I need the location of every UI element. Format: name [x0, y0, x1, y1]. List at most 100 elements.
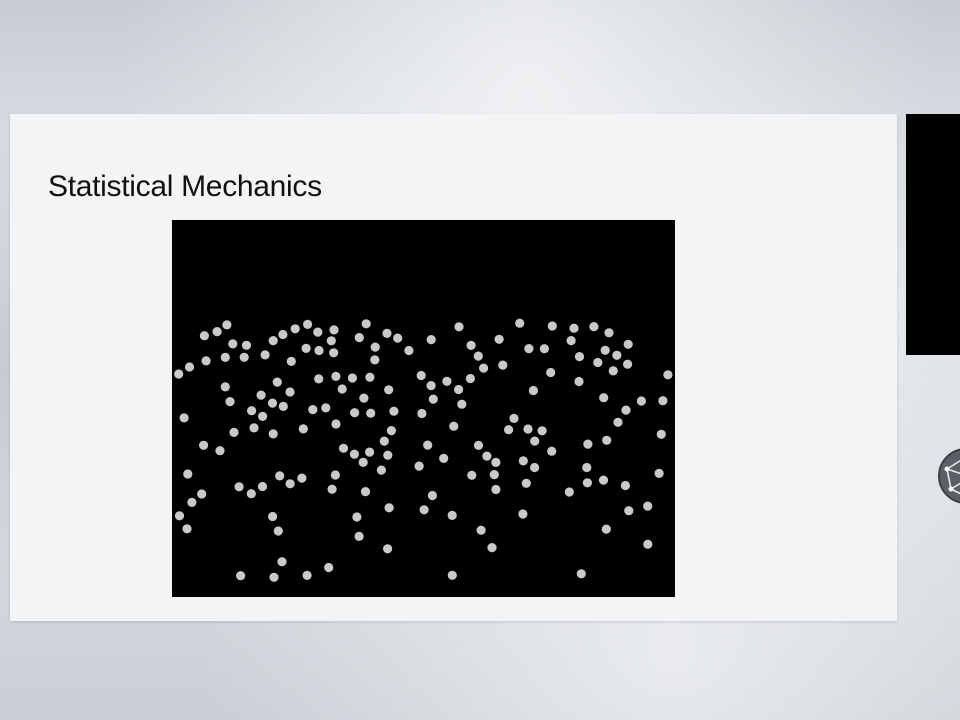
particle: [382, 328, 392, 338]
particle: [404, 345, 414, 356]
particle: [308, 405, 318, 415]
particle: [598, 475, 609, 485]
particle: [416, 370, 426, 381]
particle: [278, 329, 288, 340]
particle: [285, 479, 295, 489]
particle: [414, 461, 424, 471]
particle: [366, 408, 376, 418]
particle: [599, 393, 609, 403]
particle: [290, 324, 300, 334]
side-panel: [906, 114, 960, 355]
particle: [239, 352, 249, 362]
particle: [583, 439, 593, 449]
particle-simulation: [172, 220, 675, 597]
particle: [338, 443, 349, 453]
particle: [384, 385, 394, 395]
particle: [612, 350, 622, 360]
particle: [509, 413, 519, 423]
particle: [482, 451, 492, 461]
particle: [608, 366, 618, 376]
particle: [225, 397, 235, 407]
particle: [384, 503, 394, 513]
particle: [417, 408, 427, 419]
particle: [564, 487, 574, 497]
particle: [370, 342, 380, 352]
particle: [337, 384, 347, 394]
particle: [473, 351, 483, 361]
particle: [498, 360, 508, 370]
particle: [314, 374, 324, 384]
particle: [327, 484, 337, 494]
particle: [275, 471, 285, 481]
particle: [365, 372, 375, 382]
particle: [256, 390, 266, 400]
particle: [569, 323, 579, 333]
particle: [656, 429, 666, 439]
particle: [269, 572, 279, 582]
particle: [272, 377, 282, 387]
particle: [360, 487, 371, 497]
particle: [593, 357, 603, 368]
particle: [241, 340, 252, 350]
particle: [321, 403, 331, 413]
particle: [442, 376, 452, 386]
particle: [457, 399, 467, 409]
particle-canvas: [174, 318, 673, 582]
particle: [303, 319, 313, 329]
particle: [246, 489, 256, 499]
particle: [268, 511, 278, 522]
particle: [278, 401, 288, 411]
particle: [467, 470, 477, 480]
particle: [201, 356, 211, 366]
particle: [487, 543, 497, 553]
particle: [331, 419, 341, 429]
particle: [523, 424, 533, 434]
particle: [182, 524, 192, 534]
particle: [621, 405, 631, 415]
particle: [314, 345, 324, 356]
particle: [234, 482, 244, 492]
particle: [383, 544, 393, 554]
particle: [350, 408, 360, 418]
particle: [257, 481, 268, 492]
particle: [247, 406, 257, 416]
particle: [267, 398, 278, 408]
particle: [347, 373, 357, 383]
particle: [574, 352, 585, 362]
particle: [197, 489, 207, 499]
particle: [286, 356, 296, 366]
particle: [174, 511, 185, 521]
particle: [566, 336, 576, 346]
particle: [624, 506, 634, 516]
particle: [174, 369, 184, 379]
particle: [229, 427, 239, 437]
particle: [602, 435, 612, 445]
particle: [582, 478, 592, 488]
particle: [236, 571, 246, 581]
particle: [518, 456, 528, 466]
particle: [365, 447, 375, 457]
particle: [663, 370, 673, 380]
particle: [268, 429, 278, 439]
particle: [643, 501, 653, 511]
particle: [530, 462, 540, 473]
particle: [530, 436, 540, 446]
particle: [428, 394, 438, 404]
particle: [423, 440, 433, 450]
particle: [427, 490, 437, 501]
particle: [454, 322, 464, 332]
particle: [354, 531, 364, 541]
particle: [273, 526, 283, 536]
particle: [465, 373, 475, 384]
particle: [220, 382, 230, 392]
particle: [370, 355, 380, 365]
particle: [491, 484, 501, 495]
particle: [220, 352, 230, 362]
particle: [479, 363, 489, 373]
particle: [419, 505, 429, 515]
particle: [604, 328, 614, 338]
particle: [386, 426, 396, 436]
particle: [623, 359, 633, 369]
particle: [623, 339, 633, 349]
particle: [539, 344, 549, 354]
